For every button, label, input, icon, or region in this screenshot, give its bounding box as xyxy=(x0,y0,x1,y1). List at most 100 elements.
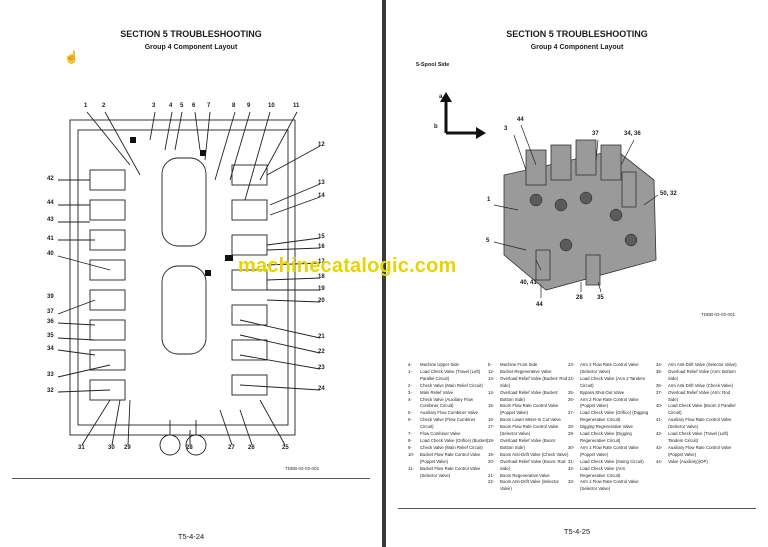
legend-item-text: Overload Relief Valve (Boom: Bottom Side… xyxy=(500,437,557,450)
legend-item-number: 16- xyxy=(488,417,495,423)
legend-item-text: Check Valve (Flow Combiner Circuit) xyxy=(420,417,476,430)
legend-item-number: 28- xyxy=(568,424,575,430)
legend-item: 40-Load Check Valve (Boom 2 Parallel Cir… xyxy=(656,403,738,417)
legend-item-text: Load Check Valve (Orifice) (Bucket) xyxy=(420,437,489,443)
callout-28: 28 xyxy=(186,445,193,451)
divider xyxy=(398,508,756,509)
callout-15: 15 xyxy=(318,234,325,240)
legend-item-number: 34- xyxy=(656,362,663,367)
legend-item-number: 1- xyxy=(408,368,412,374)
callout-3: 3 xyxy=(152,103,156,109)
callout-9: 9 xyxy=(247,103,251,109)
legend-item-number: 19- xyxy=(488,451,495,457)
legend-item-text: Overload Relief Valve (Boom: Rod Side) xyxy=(500,458,566,471)
legend-item: 37-Overload Relief Valve (Arm: Rod Side) xyxy=(656,390,738,404)
page-gap xyxy=(382,0,386,547)
legend-item-number: 5- xyxy=(408,410,412,416)
legend-item: 29-Load Check Valve (Digging Regenerativ… xyxy=(568,431,650,445)
legend-item-text: Overload Relief Valve (Bucket: Rod Side) xyxy=(500,375,568,388)
legend-item-text: Load Check Valve (Arm Regenerative Circu… xyxy=(580,465,626,478)
callout-10: 10 xyxy=(268,103,275,109)
callout-26: 26 xyxy=(248,445,255,451)
legend-item-text: Load Check Valve (Swing Circuit) xyxy=(580,458,644,464)
legend-item-number: 14- xyxy=(488,389,495,395)
callout-41: 41 xyxy=(47,236,54,242)
legend-item-text: Check Valve (Main Relief Circuit) xyxy=(420,382,483,388)
legend-item-text: Arm 2 Flow Rate Control Valve (Selector … xyxy=(580,362,639,374)
legend-item: 14-Overload Relief Valve (Bucket: Bottom… xyxy=(488,390,570,404)
callout-44-bottom: 44 xyxy=(536,302,543,308)
callout-37: 37 xyxy=(592,131,599,137)
legend-item: 33-Arm 1 Flow Rate Control Valve (Select… xyxy=(568,479,650,493)
legend-item-text: Arm 1 Flow Rate Control Valve (Poppet Va… xyxy=(580,444,639,457)
legend-item-text: Bypass Shut-Out Valve xyxy=(580,389,625,395)
callout-40: 40 xyxy=(47,251,54,257)
legend-item: 10-Bucket Flow Rate Control Valve (Poppe… xyxy=(408,452,490,466)
legend-item-number: 43- xyxy=(656,444,663,450)
legend-item: 24-Load Check Valve (Arm 2 Tandem Circui… xyxy=(568,376,650,390)
legend-item: 2-Check Valve (Main Relief Circuit) xyxy=(408,383,490,390)
legend-column: 23- Arm 2 Flow Rate Control Valve (Select… xyxy=(568,362,650,493)
legend-item-number: 11- xyxy=(408,465,414,471)
legend-item: 3-Main Relief Valve xyxy=(408,390,490,397)
legend-item: 18-Overload Relief Valve (Boom: Bottom S… xyxy=(488,438,570,452)
legend-item-number: 4- xyxy=(408,396,412,402)
legend-item: 9-Check Valve (Main Relief Circuit) xyxy=(408,445,490,452)
legend-item: 30-Arm 1 Flow Rate Control Valve (Poppet… xyxy=(568,445,650,459)
legend-item-text: Bucket Regenerative Valve xyxy=(500,368,552,374)
legend-item: 7- Flow Combiner Valve xyxy=(408,431,490,438)
axis-b-label: b xyxy=(434,124,438,130)
legend-item-text: Arm Anti-Drift Valve (Check Valve) xyxy=(668,382,734,388)
watermark: machinecatalogic.com xyxy=(238,255,457,277)
legend-item: 36- Arm Anti-Drift Valve (Check Valve) xyxy=(656,383,738,390)
callout-22: 22 xyxy=(318,349,325,355)
legend-item: 41-Auxiliary Flow Rate Control Valve (Se… xyxy=(656,417,738,431)
drawing-code: TDBB-03-03-001 xyxy=(701,312,736,317)
callout-43: 43 xyxy=(47,217,54,223)
callout-42: 42 xyxy=(47,176,54,182)
callout-44: 44 xyxy=(47,200,54,206)
legend-item: b-Machine Front Side xyxy=(488,362,570,369)
callout-17: 17 xyxy=(318,259,325,265)
legend-item: 5-Auxiliary Flow Combiner Valve xyxy=(408,410,490,417)
divider xyxy=(12,478,370,479)
callout-1: 1 xyxy=(487,197,491,203)
legend-item-number: 7- xyxy=(408,431,412,437)
legend-item-text: Load Check Valve (Travel (Left) Parallel… xyxy=(420,368,481,381)
page-number: T5-4-25 xyxy=(563,527,591,536)
section-title: SECTION 5 TROUBLESHOOTING xyxy=(120,29,262,39)
callout-27: 27 xyxy=(228,445,235,451)
callout-33: 33 xyxy=(47,372,54,378)
legend-item-number: 17- xyxy=(488,424,495,430)
legend-item: 12-Bucket Regenerative Valve xyxy=(488,369,570,376)
right-page: SECTION 5 TROUBLESHOOTING Group 4 Compon… xyxy=(386,0,768,547)
callout-7: 7 xyxy=(207,103,211,109)
legend-item: 22-Boom Anti-Drift Valve (Selector Valve… xyxy=(488,479,570,493)
legend-item: 15-Boom Flow Rate Control Valve (Poppet … xyxy=(488,403,570,417)
callout-31: 31 xyxy=(78,445,85,451)
legend-item-number: 23- xyxy=(568,362,575,367)
legend-item-number: 29- xyxy=(568,431,575,437)
legend-item-text: Auxiliary Flow Rate Control Valve (Poppe… xyxy=(668,444,732,457)
legend-item-text: Digging Regenerative Valve xyxy=(580,424,633,430)
legend-item: 16- Boom Lower Meter-In Cut Valve xyxy=(488,417,570,424)
legend-item-number: 13- xyxy=(488,375,495,381)
callout-14: 14 xyxy=(318,193,325,199)
legend-item-text: Load Check Valve (Orifice) (Digging Rege… xyxy=(580,410,649,423)
callout-20: 20 xyxy=(318,298,325,304)
legend-item-number: 8- xyxy=(408,437,412,443)
legend-item: 11-Bucket Flow Rate Control Valve (Selec… xyxy=(408,466,490,480)
callout-21: 21 xyxy=(318,334,325,340)
callout-30: 30 xyxy=(108,445,115,451)
legend-item-text: Flow Combiner Valve xyxy=(420,431,461,437)
callout-44-top: 44 xyxy=(517,117,524,123)
legend-item: 6-Check Valve (Flow Combiner Circuit) xyxy=(408,417,490,431)
legend-item: 21-Boom Regenerative Valve xyxy=(488,473,570,480)
legend-item-number: 27- xyxy=(568,410,575,416)
callout-34: 34 xyxy=(47,346,54,352)
legend-item-number: 42- xyxy=(656,431,663,437)
legend-item-text: Check Valve (Main Relief Circuit) xyxy=(420,444,483,450)
legend-item-text: Boom Lower Meter-In Cut Valve xyxy=(500,417,561,423)
legend-item-number: 36- xyxy=(656,382,663,388)
